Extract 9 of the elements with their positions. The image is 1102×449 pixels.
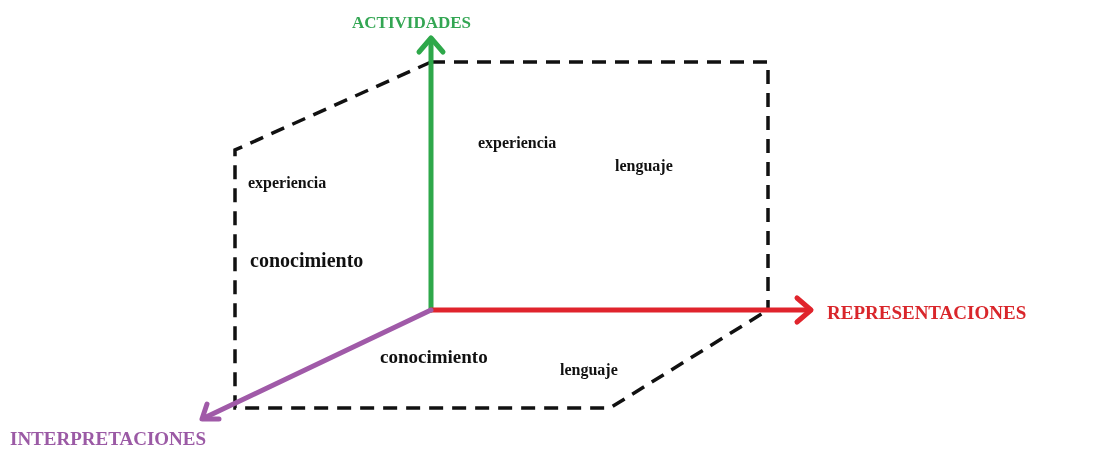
axis-label: REPRESENTACIONES (827, 302, 1027, 322)
axis-label: ACTIVIDADES (352, 13, 472, 31)
plane-label: experiencia (248, 175, 327, 191)
plane-label: lenguaje (615, 158, 673, 174)
axis-label: INTERPRETACIONES (10, 428, 207, 448)
plane-label: experiencia (478, 135, 557, 151)
plane-label: lenguaje (560, 362, 618, 378)
plane-label: conocimiento (250, 250, 364, 270)
plane-label: conocimiento (380, 346, 488, 366)
